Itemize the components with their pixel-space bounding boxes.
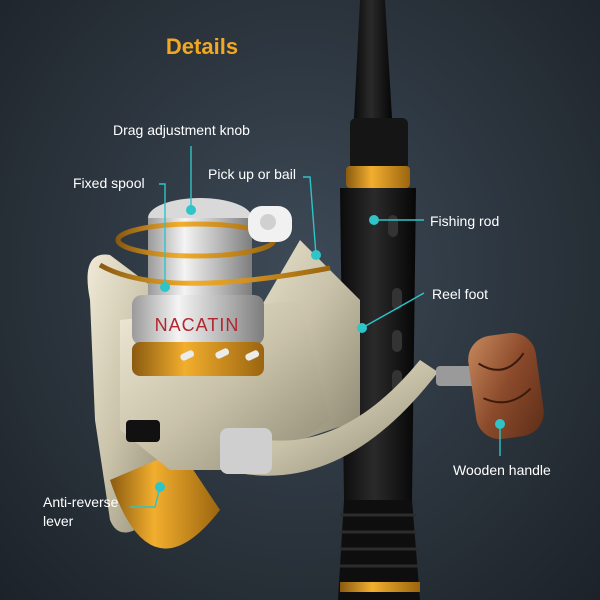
callout-markers xyxy=(155,205,505,492)
label-bail: Pick up or bail xyxy=(208,166,296,182)
brand-logo: NACATIN xyxy=(155,315,240,335)
teal-dot-icon xyxy=(186,205,196,215)
label-wooden-handle: Wooden handle xyxy=(453,462,551,478)
callout-lines xyxy=(130,146,501,508)
teal-dot-icon xyxy=(357,323,367,333)
teal-dot-icon xyxy=(369,215,379,225)
label-fixed-spool: Fixed spool xyxy=(73,175,145,191)
teal-dot-icon xyxy=(495,419,505,429)
teal-dot-icon xyxy=(311,250,321,260)
bail xyxy=(98,206,331,286)
wooden-handle xyxy=(468,332,544,440)
label-anti-reverse-lever: Anti-reverse lever xyxy=(43,493,153,531)
label-reel-foot: Reel foot xyxy=(432,286,489,302)
teal-dot-icon xyxy=(160,282,170,292)
label-drag-adjustment-knob: Drag adjustment knob xyxy=(113,122,250,138)
teal-dot-icon xyxy=(155,482,165,492)
label-anti-reverse-line1: Anti-reverse xyxy=(43,494,119,510)
page-title: Details xyxy=(165,34,239,59)
label-anti-reverse-line2: lever xyxy=(43,513,74,529)
label-fishing-rod: Fishing rod xyxy=(430,213,500,229)
